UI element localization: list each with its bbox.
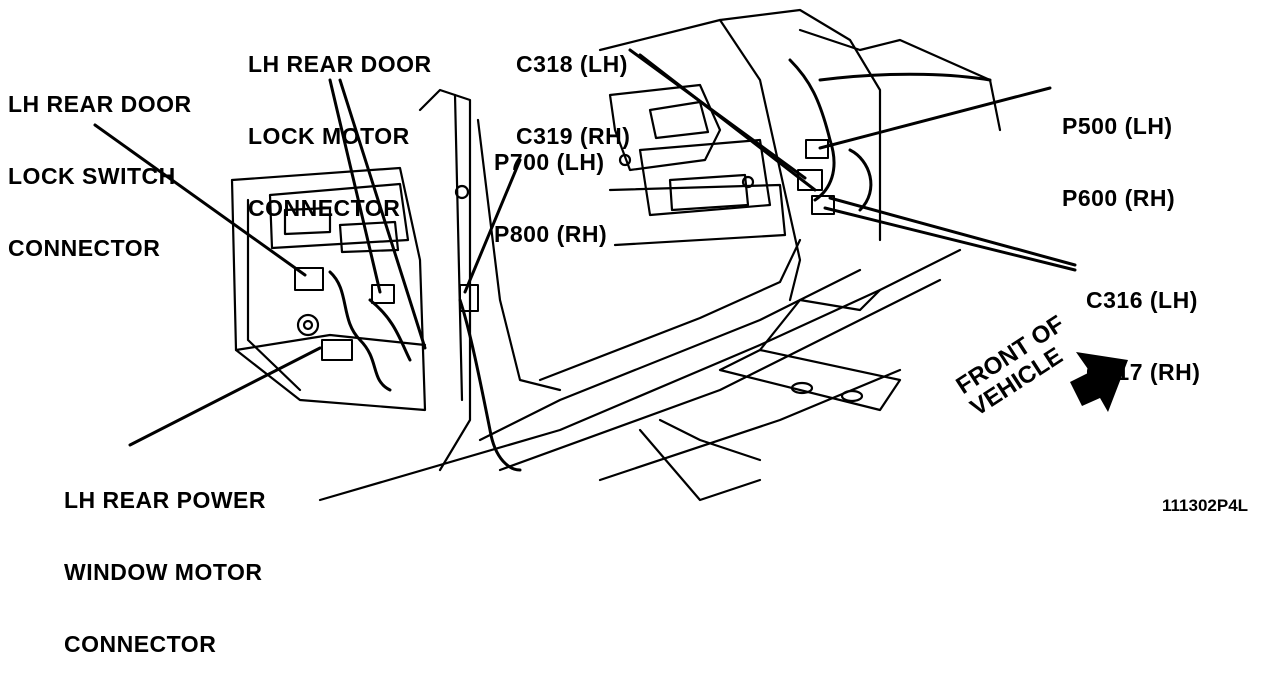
callout-lock-switch-line-2: LOCK SWITCH xyxy=(8,163,176,189)
callout-p500-line-2: P600 (RH) xyxy=(1062,185,1176,211)
window-motor-connector xyxy=(321,339,353,361)
callout-window-motor: LH REAR POWER WINDOW MOTOR CONNECTOR xyxy=(64,440,266,680)
leader-c318-2 xyxy=(638,53,817,192)
front-of-vehicle-arrow xyxy=(1070,352,1128,412)
callout-lock-switch-line-1: LH REAR DOOR xyxy=(8,91,192,117)
callout-c318-line-2: C319 (RH) xyxy=(516,123,631,149)
leader-lock-switch xyxy=(93,123,307,277)
callout-c316: C316 (LH) C317 (RH) xyxy=(1086,240,1200,408)
callout-p700-line-2: P800 (RH) xyxy=(494,221,608,247)
lock-motor-connector xyxy=(371,284,395,304)
lock-switch-connector xyxy=(294,267,324,291)
callout-c316-line-1: C316 (LH) xyxy=(1086,287,1198,313)
callout-lock-switch: LH REAR DOOR LOCK SWITCH CONNECTOR xyxy=(8,44,192,284)
callout-lock-motor-line-1: LH REAR DOOR xyxy=(248,51,432,77)
callout-p700: P700 (LH) P800 (RH) xyxy=(494,102,607,270)
connectors xyxy=(294,139,835,361)
wiring-harness xyxy=(328,58,992,472)
callout-p500: P500 (LH) P600 (RH) xyxy=(1062,66,1175,234)
callout-p700-line-1: P700 (LH) xyxy=(494,149,605,175)
leader-p700 xyxy=(463,158,522,294)
c318-connector xyxy=(797,169,823,191)
callout-lock-motor-line-2: LOCK MOTOR xyxy=(248,123,410,149)
callout-p500-line-1: P500 (LH) xyxy=(1062,113,1173,139)
c316-connector xyxy=(811,195,835,215)
callout-window-motor-line-2: WINDOW MOTOR xyxy=(64,559,263,585)
callout-lock-motor: LH REAR DOOR LOCK MOTOR CONNECTOR xyxy=(248,4,432,244)
leader-lock-motor xyxy=(328,78,382,294)
p500-connector xyxy=(805,139,829,159)
figure-number: 111302P4L xyxy=(1162,496,1249,515)
rocker-sill-and-floor xyxy=(318,238,962,502)
leader-lines xyxy=(93,48,1077,447)
callout-c318: C318 (LH) C319 (RH) xyxy=(516,4,630,172)
callout-window-motor-line-1: LH REAR POWER xyxy=(64,487,266,513)
leader-c316-2 xyxy=(823,206,1077,272)
vehicle-wiring-illustration xyxy=(93,8,1128,502)
leader-c316 xyxy=(828,196,1077,267)
leader-window-motor xyxy=(128,346,322,447)
callout-window-motor-line-3: CONNECTOR xyxy=(64,631,217,657)
callout-lock-motor-line-3: CONNECTOR xyxy=(248,195,401,221)
leader-p500 xyxy=(818,86,1052,150)
callout-c316-line-2: C317 (RH) xyxy=(1086,359,1201,385)
callout-c318-line-1: C318 (LH) xyxy=(516,51,628,77)
leader-lock-motor-2 xyxy=(338,78,427,350)
door-pillar xyxy=(418,88,562,472)
front-door-opening xyxy=(598,8,1002,302)
callout-lock-switch-line-3: CONNECTOR xyxy=(8,235,161,261)
